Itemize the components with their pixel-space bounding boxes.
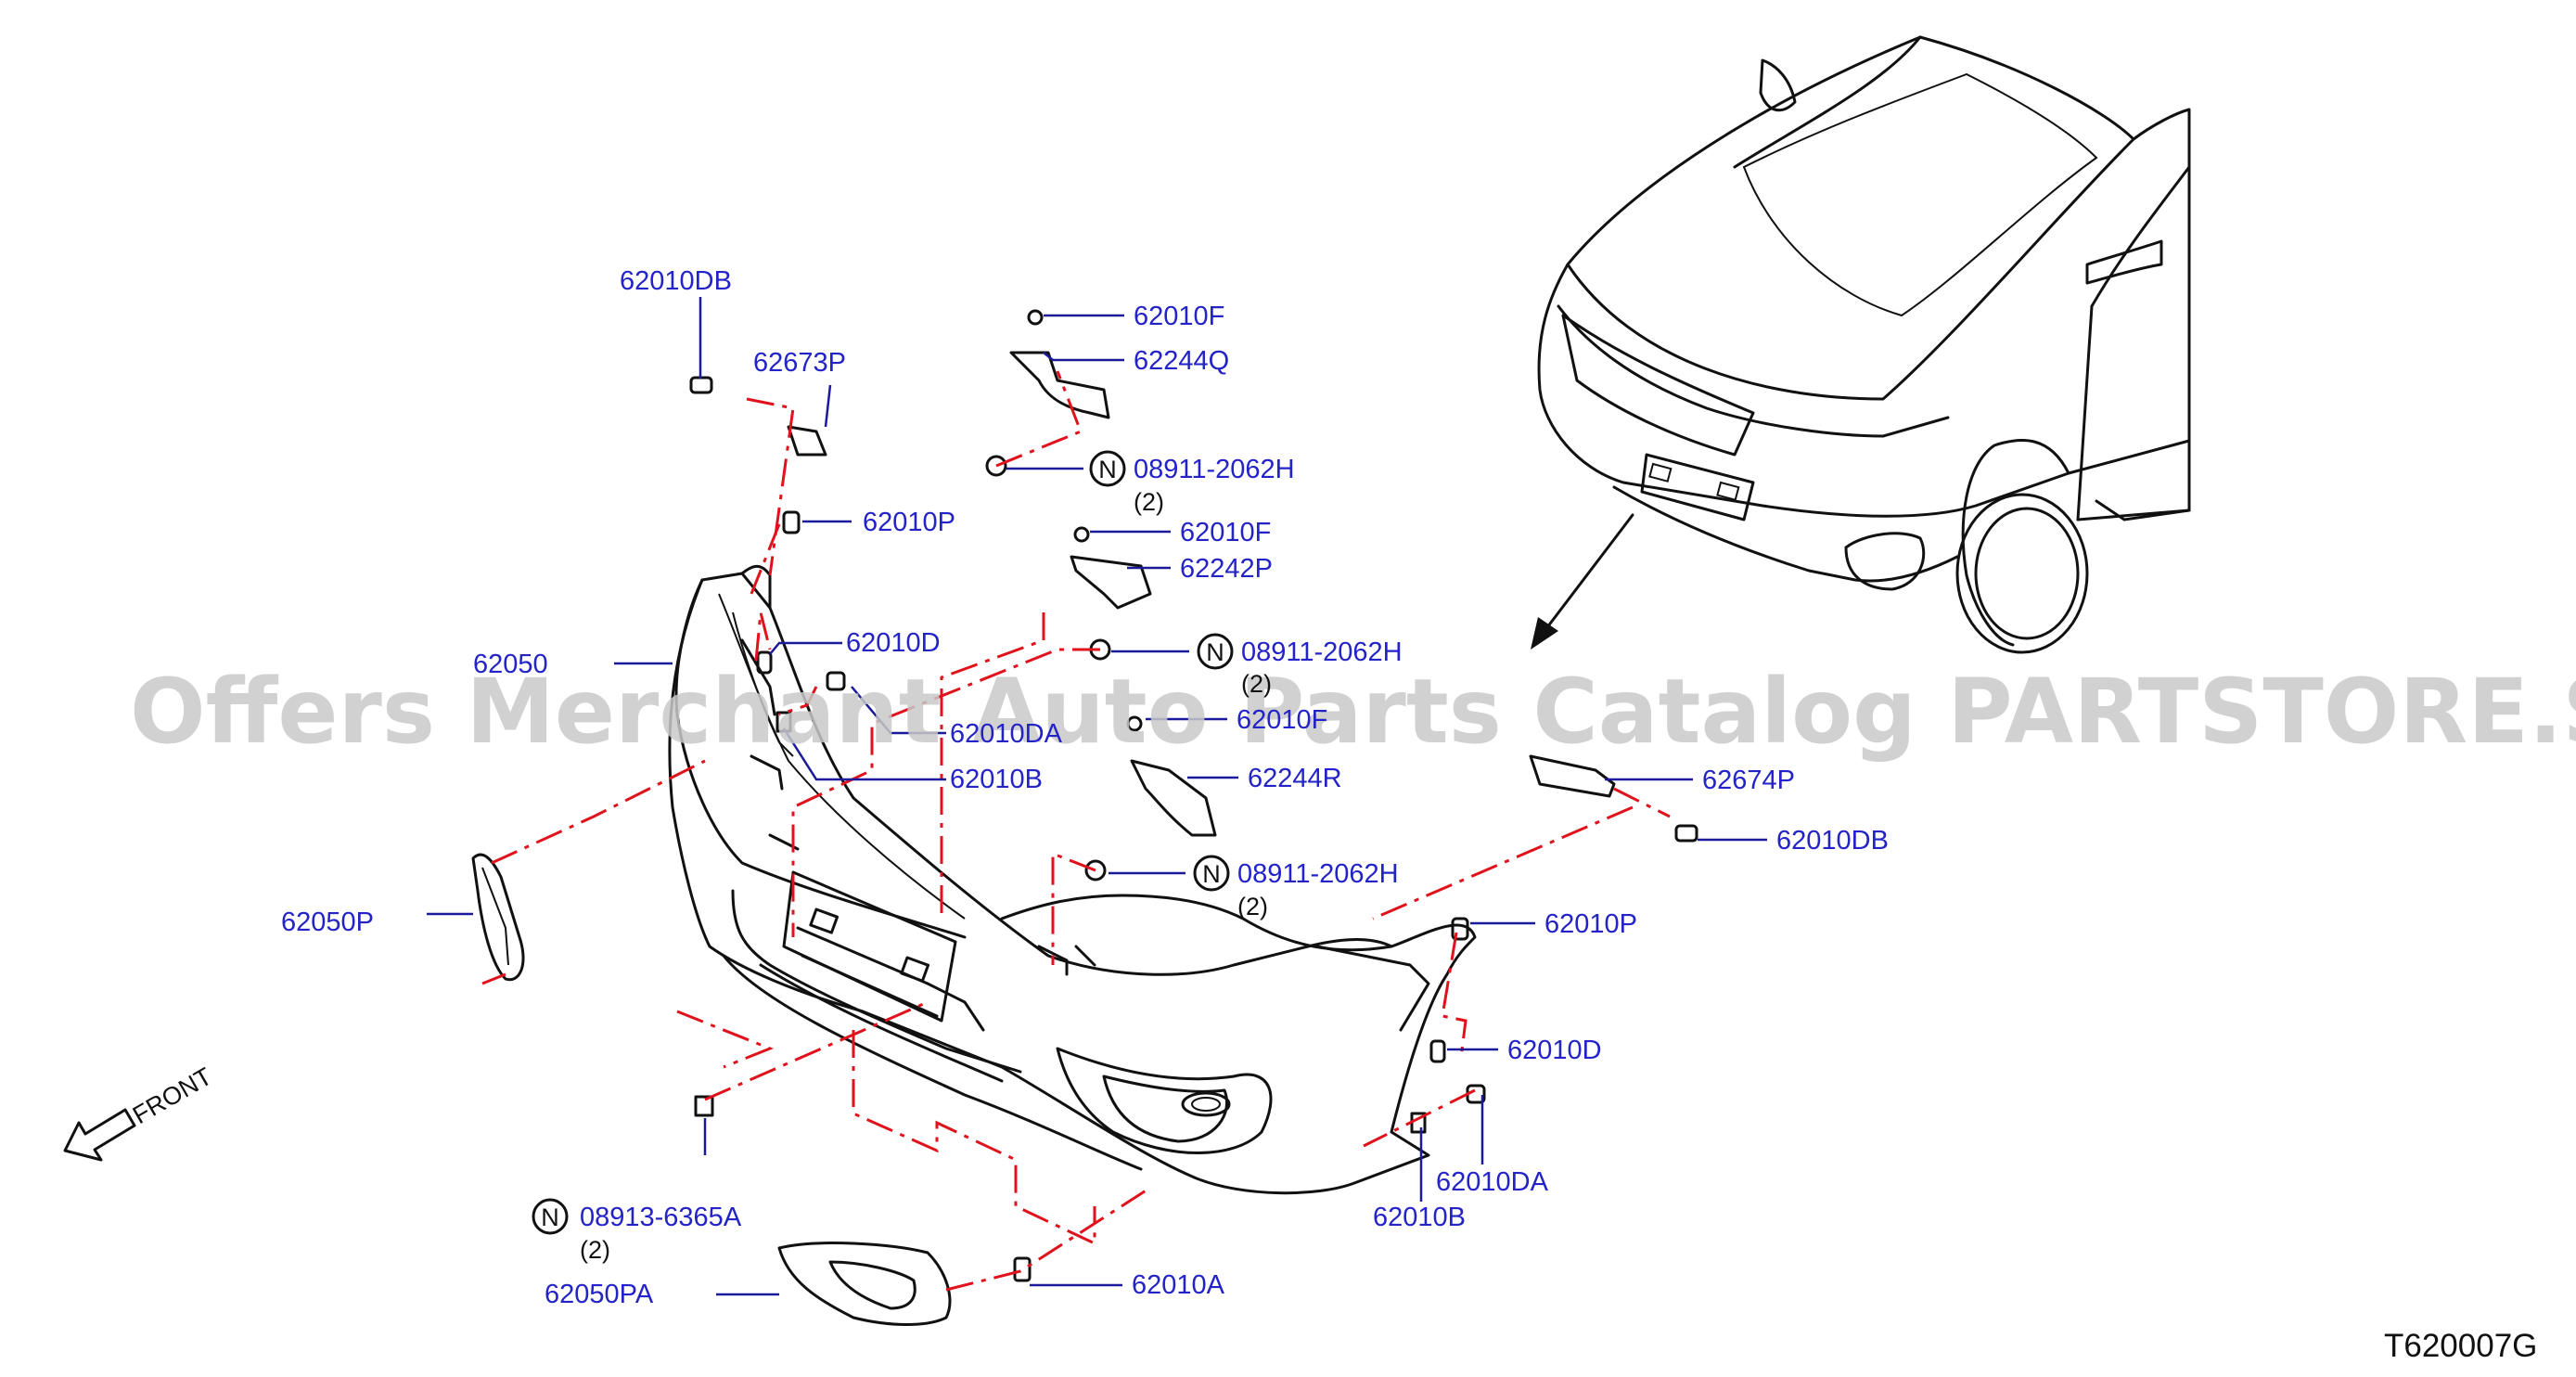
retainer-icon	[1451, 917, 1469, 941]
callout-62010DB-left: 62010DB	[620, 266, 732, 296]
qty-08911-2062H-c: (2)	[1237, 893, 1268, 920]
brackets-and-fasteners	[689, 309, 1698, 1282]
callout-08911-2062H-a: 08911-2062H	[1134, 455, 1295, 484]
bolt-icon	[689, 376, 713, 394]
front-direction-indicator: FRONT	[63, 1062, 217, 1162]
callout-08913-6365A: 08913-6365A	[580, 1203, 742, 1232]
nut-symbol-icon	[1193, 855, 1230, 892]
front-bumper-fascia	[668, 564, 1477, 1195]
callout-62244R: 62244R	[1248, 764, 1342, 793]
qty-08913-6365A: (2)	[580, 1236, 610, 1264]
clip-icon	[775, 711, 792, 733]
bracket-62242P	[1070, 555, 1152, 610]
clip-icon	[1027, 309, 1044, 326]
nut-symbol-label: N	[1202, 860, 1221, 888]
clip-nut-icon	[694, 1095, 714, 1117]
front-arrow-icon	[63, 1108, 136, 1162]
vehicle-overview-illustration	[1531, 35, 2191, 654]
callout-62010F-mid: 62010F	[1180, 518, 1271, 547]
callout-62010P-right: 62010P	[1544, 909, 1637, 939]
callout-labels: 62010DB 62673P 62010P 62050 62010D 62010…	[281, 266, 1889, 1309]
callout-62010D-right: 62010D	[1507, 1036, 1602, 1065]
callout-62244Q: 62244Q	[1134, 346, 1229, 376]
nut-icon	[1084, 859, 1107, 882]
clip-icon	[1073, 526, 1090, 543]
callout-62050: 62050	[473, 650, 548, 679]
view-arrow-head	[1531, 617, 1558, 650]
callout-62010DA-right: 62010DA	[1436, 1167, 1549, 1197]
screw-icon	[1429, 1039, 1446, 1063]
callout-62010D-left: 62010D	[846, 628, 941, 658]
callout-62010A: 62010A	[1132, 1270, 1225, 1300]
nut-symbol-label: N	[1098, 456, 1117, 483]
callout-62010P-left: 62010P	[863, 508, 955, 537]
callout-62050PA: 62050PA	[545, 1280, 654, 1309]
callout-08911-2062H-b: 08911-2062H	[1241, 637, 1403, 667]
figure-code: T620007G	[2384, 1328, 2537, 1364]
callout-62010DB-right: 62010DB	[1776, 826, 1889, 856]
callout-08911-2062H-c: 08911-2062H	[1237, 859, 1399, 889]
nut-symbol-icon	[1089, 450, 1126, 487]
callout-62242P: 62242P	[1180, 554, 1273, 584]
bracket-62673P	[787, 425, 827, 457]
bolt-icon	[1013, 1256, 1032, 1282]
callout-leaders	[427, 297, 1767, 1296]
bracket-62674P	[1529, 754, 1616, 798]
nut-symbol-label: N	[1206, 638, 1224, 666]
callout-62010DA-left: 62010DA	[950, 719, 1063, 749]
callout-62010B-left: 62010B	[950, 765, 1043, 794]
bolt-icon	[1674, 824, 1698, 843]
nut-icon	[985, 455, 1007, 477]
bumper-side-cover-left	[471, 853, 525, 982]
clip-icon	[1126, 715, 1143, 732]
fog-lamp-cover	[777, 1242, 952, 1326]
view-direction-arrow	[1543, 513, 1634, 633]
nut-symbol-icon	[1197, 633, 1234, 670]
callout-62010B-right: 62010B	[1373, 1203, 1466, 1232]
screw-icon	[756, 650, 773, 675]
retainer-icon	[782, 510, 801, 534]
callout-62673P: 62673P	[753, 348, 846, 378]
bolt-icon	[826, 671, 846, 691]
nut-symbol-icon	[532, 1198, 569, 1235]
qty-08911-2062H-a: (2)	[1134, 488, 1164, 516]
callout-62010F-top: 62010F	[1134, 302, 1224, 331]
assembly-centerlines	[481, 370, 1671, 1292]
callout-62010F-low: 62010F	[1237, 705, 1327, 735]
bracket-62244R	[1130, 759, 1217, 837]
nut-symbol-label: N	[541, 1203, 559, 1231]
watermark-text: Offers Merchant Auto Parts Catalog PARTS…	[130, 660, 2576, 764]
qty-08911-2062H-b: (2)	[1241, 670, 1272, 698]
front-label: FRONT	[128, 1062, 217, 1129]
callout-62674P: 62674P	[1702, 766, 1795, 795]
callout-62050P: 62050P	[281, 907, 374, 937]
bracket-62244Q	[1009, 351, 1110, 419]
